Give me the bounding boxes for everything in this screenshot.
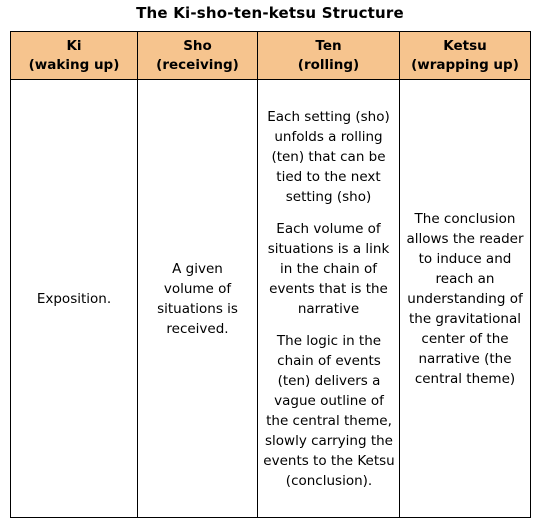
- header-ten: Ten (rolling): [257, 31, 400, 80]
- header-ki-name: Ki: [66, 37, 82, 54]
- header-sho: Sho (receiving): [137, 31, 258, 80]
- cell-ki: Exposition.: [10, 79, 138, 518]
- cell-ten: Each setting (sho) unfolds a rolling (te…: [257, 79, 400, 518]
- cell-ten-para-1: Each setting (sho) unfolds a rolling (te…: [267, 108, 390, 205]
- header-sho-name: Sho: [183, 37, 212, 54]
- header-row: Ki (waking up) Sho (receiving) Ten (roll…: [10, 31, 531, 80]
- cell-ketsu-text: The conclusion allows the reader to indu…: [406, 210, 524, 387]
- header-ki: Ki (waking up): [10, 31, 138, 80]
- header-ketsu-name: Ketsu: [443, 37, 487, 54]
- header-ten-sub: (rolling): [297, 56, 360, 73]
- cell-sho: A given volume of situations is received…: [137, 79, 258, 518]
- kishotenketsu-table: Ki (waking up) Sho (receiving) Ten (roll…: [10, 31, 531, 518]
- cell-ten-para-2: Each volume of situations is a link in t…: [267, 220, 390, 317]
- content-row: Exposition. A given volume of situations…: [10, 79, 531, 518]
- cell-ki-text: Exposition.: [36, 290, 112, 307]
- header-sho-sub: (receiving): [156, 56, 239, 73]
- header-ten-name: Ten: [315, 37, 342, 54]
- cell-sho-text: A given volume of situations is received…: [157, 260, 238, 337]
- cell-ten-para-3: The logic in the chain of events (ten) d…: [263, 332, 395, 489]
- header-ki-sub: (waking up): [28, 56, 120, 73]
- cell-ketsu: The conclusion allows the reader to indu…: [399, 79, 531, 518]
- header-ketsu-sub: (wrapping up): [411, 56, 519, 73]
- header-ketsu: Ketsu (wrapping up): [399, 31, 531, 80]
- table-title: The Ki-sho-ten-ketsu Structure: [136, 4, 404, 22]
